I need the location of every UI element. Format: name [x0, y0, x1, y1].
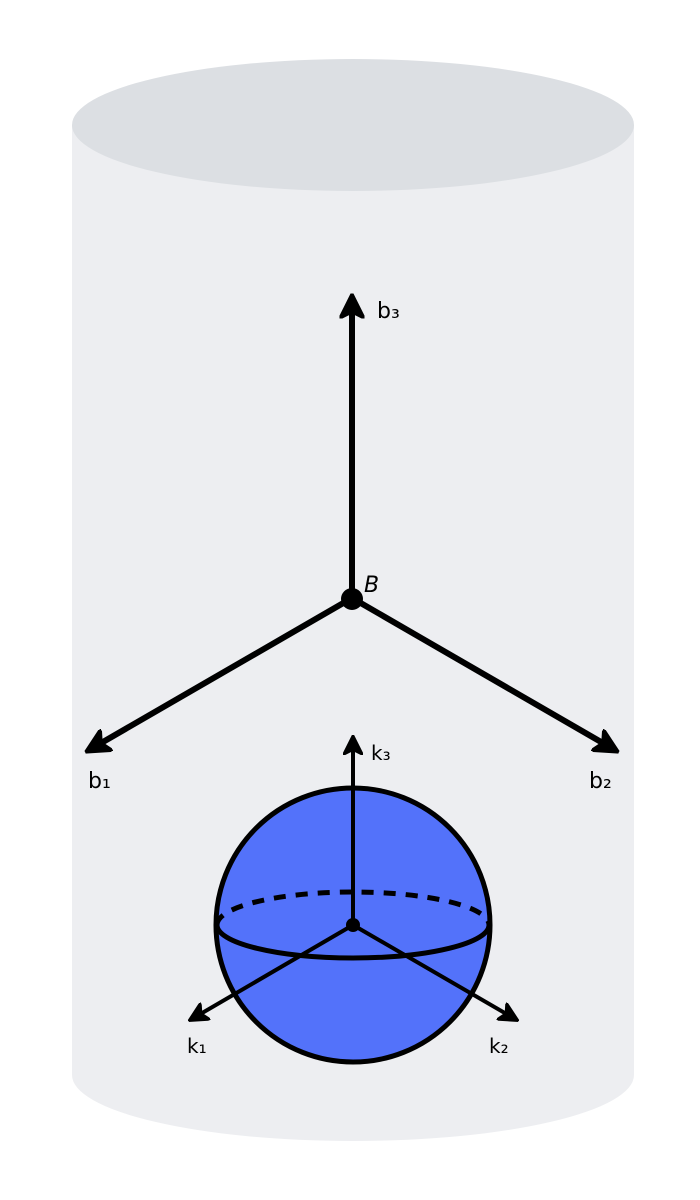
body-frame: B b₃ b₁ b₂ [88, 299, 612, 794]
k1-label: k₁ [187, 1034, 207, 1058]
k2-axis [351, 923, 510, 1016]
origin-point [341, 588, 363, 610]
b2-axis [350, 595, 608, 746]
origin-label: B [364, 573, 379, 598]
b1-label: b₁ [88, 769, 111, 794]
equator-back [214, 889, 492, 926]
cylinder-top [72, 59, 634, 191]
b1-axis [96, 595, 354, 746]
k2-label: k₂ [489, 1034, 509, 1058]
cylinder-body [72, 125, 634, 1141]
b2-label: b₂ [589, 769, 612, 794]
b3-label: b₃ [377, 299, 400, 324]
k3-label: k₃ [371, 741, 391, 765]
sphere-frame: k₃ k₁ k₂ [187, 741, 510, 1058]
cylinder [72, 59, 634, 1141]
sphere-origin-point [346, 918, 360, 932]
k1-axis [197, 923, 355, 1016]
equator-front [214, 924, 492, 961]
